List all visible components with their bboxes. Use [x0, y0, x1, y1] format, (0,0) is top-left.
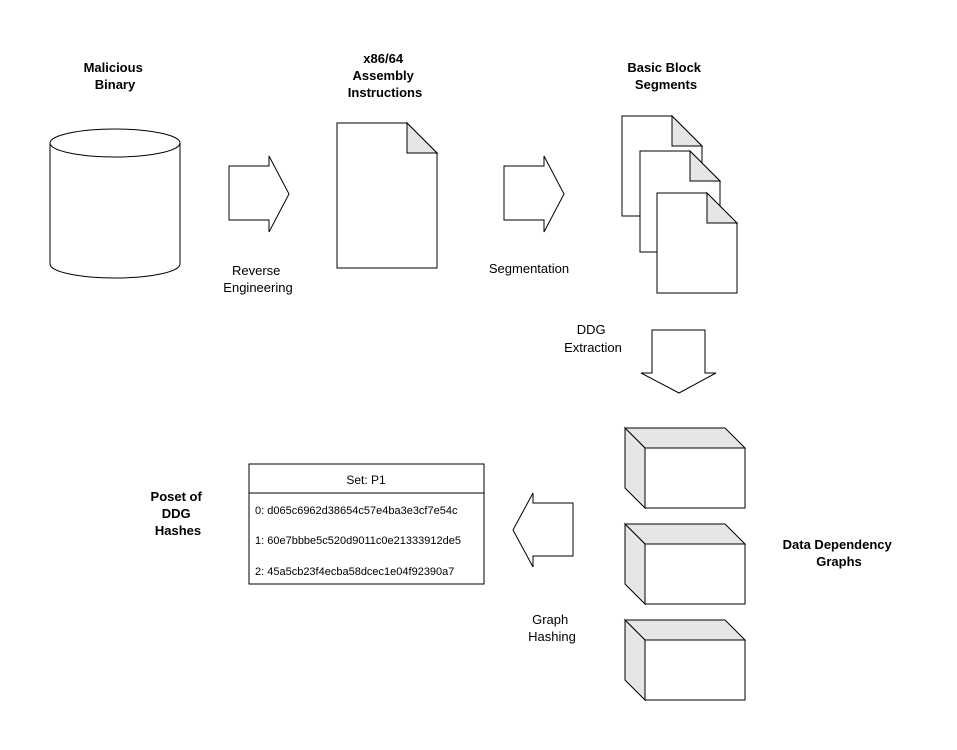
- hash-entry-2: 2: 45a5cb23f4ecba58dcec1e04f92390a7: [255, 566, 454, 578]
- ddg-extraction-label: DDG Extraction: [564, 322, 622, 355]
- malicious-binary-cylinder: [49, 128, 181, 279]
- graph-hashing-arrow: [512, 492, 574, 568]
- hash-entry-0: 0: d065c6962d38654c57e4ba3e3cf7e54c: [255, 505, 458, 517]
- assembly-title: x86/64 Assembly Instructions: [348, 51, 422, 100]
- reverse-engineering-arrow: [228, 155, 290, 233]
- poset-title-line: Poset of: [151, 489, 203, 504]
- poset-title-line: DDG: [162, 506, 191, 521]
- hash-set-title: Set: P1: [346, 473, 386, 487]
- ddg-cube-2: [623, 522, 747, 606]
- ddg-extraction-label-line: DDG: [577, 322, 606, 337]
- ddg-extraction-arrow: [640, 329, 717, 394]
- reverse-engineering-label-line: Engineering: [223, 280, 292, 295]
- poset-title: Poset of DDG Hashes: [151, 489, 206, 538]
- graph-hashing-label-line: Graph: [532, 612, 568, 627]
- poset-title-line: Hashes: [155, 523, 201, 538]
- graph-hashing-label: Graph Hashing: [528, 612, 576, 644]
- assembly-title-line: x86/64: [363, 51, 404, 66]
- assembly-title-line: Instructions: [348, 85, 422, 100]
- ddg-title-line: Data Dependency: [783, 537, 893, 552]
- hash-entry-1: 1: 60e7bbbe5c520d9011c0e21333912de5: [255, 535, 461, 547]
- basic-block-document-3: [656, 191, 739, 294]
- segmentation-label: Segmentation: [489, 261, 569, 276]
- basic-block-title-line: Segments: [635, 77, 697, 92]
- segmentation-arrow: [503, 155, 565, 233]
- segmentation-label-line: Segmentation: [489, 261, 569, 276]
- malicious-binary-title-line: Binary: [95, 77, 136, 92]
- reverse-engineering-label: Reverse Engineering: [223, 263, 292, 295]
- graph-hashing-label-line: Hashing: [528, 629, 576, 644]
- hash-set-table: Set: P1 0: d065c6962d38654c57e4ba3e3cf7e…: [248, 463, 485, 585]
- ddg-cube-1: [623, 426, 747, 510]
- ddg-title-line: Graphs: [816, 554, 862, 569]
- ddg-extraction-label-line: Extraction: [564, 340, 622, 355]
- malicious-binary-title: Malicious Binary: [84, 60, 147, 92]
- basic-block-title-line: Basic Block: [627, 60, 701, 75]
- basic-block-title: Basic Block Segments: [627, 60, 704, 92]
- malicious-binary-title-line: Malicious: [84, 60, 143, 75]
- assembly-document: [336, 121, 439, 269]
- ddg-title: Data Dependency Graphs: [783, 537, 896, 569]
- reverse-engineering-label-line: Reverse: [232, 263, 280, 278]
- ddg-cube-3: [623, 618, 747, 702]
- assembly-title-line: Assembly: [352, 68, 414, 83]
